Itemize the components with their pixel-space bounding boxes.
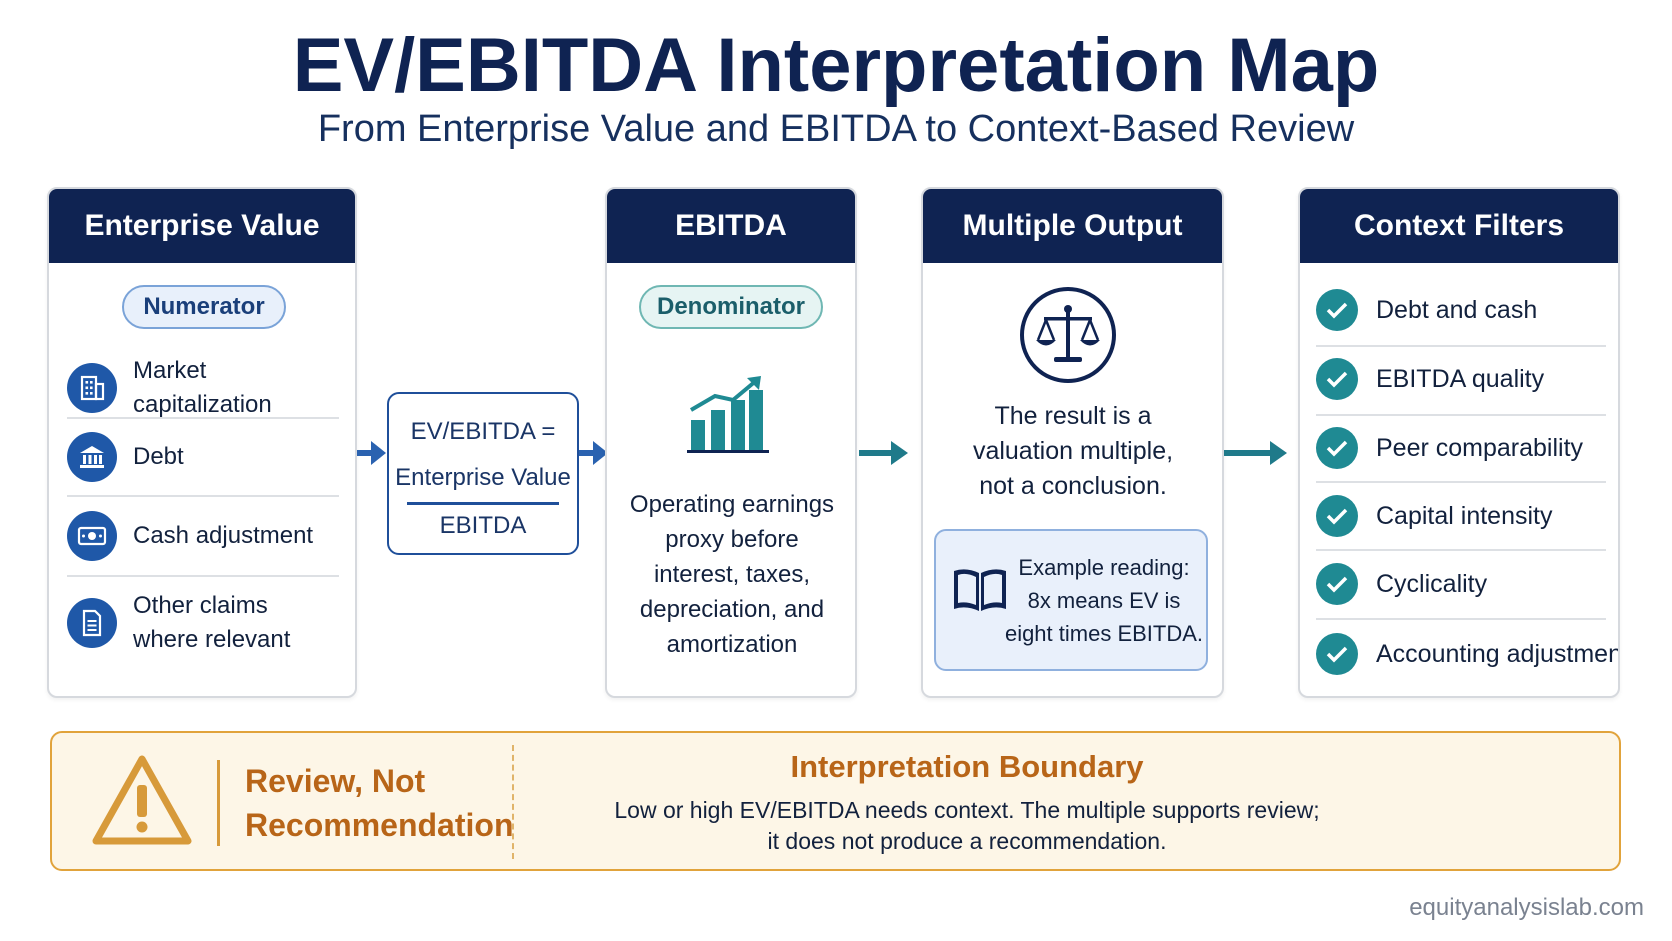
fraction-bar [407,502,559,505]
check-icon [1316,358,1358,400]
context-filter-item: Cyclicality [1316,554,1616,614]
context-filters-heading: Context Filters [1300,189,1618,263]
context-filter-label: Capital intensity [1376,501,1553,530]
ev-item-label: Other claims where relevant [133,592,291,653]
divider [217,760,220,846]
ev-item-market-cap: Market capitalization [67,354,337,422]
cash-icon [67,511,117,561]
ev-item-debt: Debt [67,432,337,482]
context-filter-label: Debt and cash [1376,295,1538,324]
divider [67,417,339,419]
ebitda-description: Operating earnings proxy before interest… [629,491,835,658]
ev-item-label: Cash adjustment [133,522,314,549]
example-text: Example reading: 8x means EV is eight ti… [1004,555,1204,646]
formula-numerator: Enterprise Value [395,464,571,491]
ev-item-other-claims: Other claims where relevant [67,589,337,657]
ev-item-cash: Cash adjustment [67,511,337,561]
divider [1316,549,1606,551]
denominator-badge: Denominator [639,285,823,329]
check-icon [1316,495,1358,537]
formula-denominator: EBITDA [439,512,527,539]
divider [1316,618,1606,620]
context-filter-label: EBITDA quality [1376,364,1545,393]
multiple-output-description: The result is a valuation multiple, not … [972,402,1174,500]
numerator-badge: Numerator [122,285,286,329]
document-icon [67,598,117,648]
page-title: EV/EBITDA Interpretation Map [292,23,1380,108]
enterprise-value-heading: Enterprise Value [49,189,355,263]
divider [67,495,339,497]
context-filter-label: Cyclicality [1376,569,1488,598]
boundary-title: Interpretation Boundary [790,749,1144,784]
interpretation-boundary-box: Review, Not Recommendation Interpretatio… [50,731,1621,871]
page-subtitle: From Enterprise Value and EBITDA to Cont… [317,108,1355,150]
enterprise-value-card: Enterprise Value Numerator Market capita… [47,187,357,698]
ev-item-label: Debt [133,443,184,470]
divider [1316,414,1606,416]
context-filters-card: Context Filters Debt and cash EBITDA qua… [1298,187,1620,698]
label-line: Recommendation [245,807,514,843]
ebitda-heading: EBITDA [607,189,855,263]
formula-label: EV/EBITDA = [410,418,556,445]
context-filter-item: Peer comparability [1316,418,1616,478]
scales-icon [1020,287,1116,383]
check-icon [1316,427,1358,469]
divider [1316,345,1606,347]
context-filter-item: Capital intensity [1316,486,1616,546]
ev-item-label: Market capitalization [133,357,272,418]
arrow-icon [579,441,608,465]
arrow-icon [859,441,908,465]
context-filter-label: Accounting adjustments [1376,639,1620,668]
boundary-body: Low or high EV/EBITDA needs context. The… [532,795,1402,857]
review-not-recommendation-label: Review, Not Recommendation [245,759,513,847]
divider [1316,481,1606,483]
ebitda-card: EBITDA Denominator Operating earnings pr… [605,187,857,698]
check-icon [1316,633,1358,675]
formula-box: EV/EBITDA = Enterprise Value EBITDA [387,392,579,555]
body-line: Low or high EV/EBITDA needs context. The… [614,797,1320,823]
check-icon [1316,289,1358,331]
example-reading-box: Example reading: 8x means EV is eight ti… [934,529,1208,671]
context-filter-item: Debt and cash [1316,280,1616,340]
warning-icon [92,755,192,845]
context-filter-item: Accounting adjustments [1316,624,1618,684]
growth-chart-icon [687,376,769,453]
body-line: it does not produce a recommendation. [767,828,1167,854]
building-icon [67,363,117,413]
arrow-icon [357,441,386,465]
dashed-divider [512,745,514,859]
check-icon [1316,563,1358,605]
multiple-output-heading: Multiple Output [923,189,1222,263]
context-filter-label: Peer comparability [1376,433,1584,462]
arrow-icon [1224,441,1287,465]
context-filter-item: EBITDA quality [1316,349,1616,409]
divider [67,575,339,577]
book-icon [954,569,1006,611]
site-footer: equityanalysislab.com [1409,894,1644,921]
bank-icon [67,432,117,482]
label-line: Review, Not [245,763,426,799]
